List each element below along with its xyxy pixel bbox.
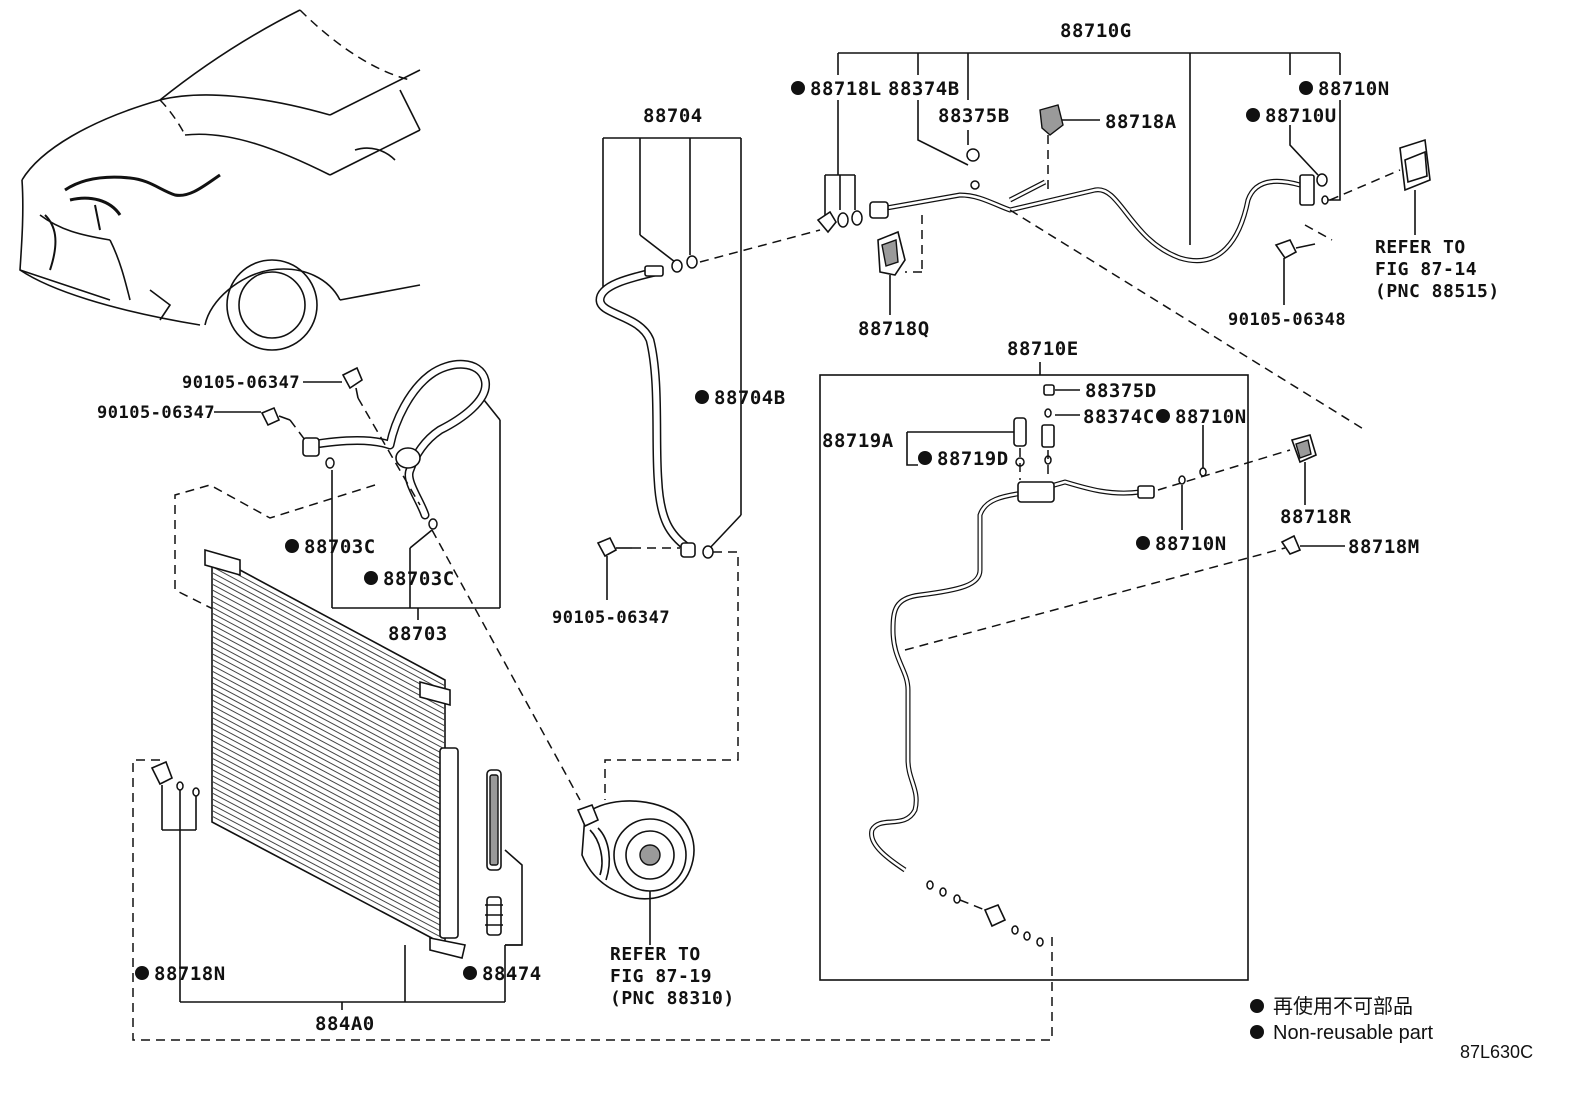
nonreusable-dot: [285, 539, 299, 553]
ref-top-line3: (PNC 88515): [1375, 281, 1500, 302]
ref-top-line2: FIG 87-14: [1375, 259, 1477, 280]
label-90105-06347-a: 90105-06347: [182, 373, 300, 393]
compressor: [576, 800, 695, 945]
nonreusable-dot: [463, 966, 477, 980]
group-88710E: [819, 362, 1345, 981]
nonreusable-dot: [1246, 108, 1260, 122]
label-884A0: 884A0: [315, 1013, 375, 1035]
legend-dot-jp: [1250, 999, 1264, 1013]
label-88710N-mid: 88710N: [1175, 406, 1247, 428]
nonreusable-dot: [695, 390, 709, 404]
figure-code: 87L630C: [1460, 1042, 1533, 1062]
label-88718Q: 88718Q: [858, 318, 930, 340]
label-88718N: 88718N: [154, 963, 226, 985]
ref-top-line1: REFER TO: [1375, 237, 1466, 258]
label-88718M: 88718M: [1348, 536, 1420, 558]
part-labels: 88710G 88718L 88374B 88375B 88718A 88710…: [97, 20, 1500, 1035]
label-88718R: 88718R: [1280, 506, 1352, 528]
label-90105-06347-b: 90105-06347: [97, 403, 215, 423]
group-88710G: [699, 52, 1431, 431]
group-88704: [595, 137, 742, 800]
vehicle-illustration: [19, 9, 421, 351]
nonreusable-dot: [918, 451, 932, 465]
nonreusable-dot: [1136, 536, 1150, 550]
ref-bottom-line1: REFER TO: [610, 944, 701, 965]
label-88710N-low: 88710N: [1155, 533, 1227, 555]
nonreusable-dot: [135, 966, 149, 980]
group-88703: [174, 359, 581, 801]
label-88703C-b: 88703C: [383, 568, 455, 590]
label-88719D: 88719D: [937, 448, 1009, 470]
label-88375D: 88375D: [1085, 380, 1157, 402]
legend-en: Non-reusable part: [1273, 1022, 1434, 1044]
label-88703C-a: 88703C: [304, 536, 376, 558]
label-88474: 88474: [482, 963, 542, 985]
ref-bottom-line3: (PNC 88310): [610, 988, 735, 1009]
label-88704: 88704: [643, 105, 703, 127]
label-88374B: 88374B: [888, 78, 960, 100]
label-90105-06347-c: 90105-06347: [552, 608, 670, 628]
label-88718A: 88718A: [1105, 111, 1177, 133]
legend-dot-en: [1250, 1025, 1264, 1039]
label-88375B: 88375B: [938, 105, 1010, 127]
nonreusable-dot: [1299, 81, 1313, 95]
ref-bottom-line2: FIG 87-19: [610, 966, 712, 987]
condenser-884A0: [132, 548, 1053, 1041]
nonreusable-dot: [791, 81, 805, 95]
label-88718L: 88718L: [810, 78, 882, 100]
label-88719A: 88719A: [822, 430, 894, 452]
label-88703: 88703: [388, 623, 448, 645]
label-90105-06348: 90105-06348: [1228, 310, 1346, 330]
nonreusable-dot: [1156, 409, 1170, 423]
nonreusable-dot: [364, 571, 378, 585]
label-88710U: 88710U: [1265, 105, 1337, 127]
label-88710G: 88710G: [1060, 20, 1132, 42]
label-88710N-top: 88710N: [1318, 78, 1390, 100]
legend: 再使用不可部品 Non-reusable part 87L630C: [1250, 995, 1533, 1062]
legend-jp: 再使用不可部品: [1273, 995, 1413, 1018]
label-88704B: 88704B: [714, 387, 786, 409]
label-88374C: 88374C: [1083, 406, 1155, 428]
label-88710E: 88710E: [1007, 338, 1079, 360]
